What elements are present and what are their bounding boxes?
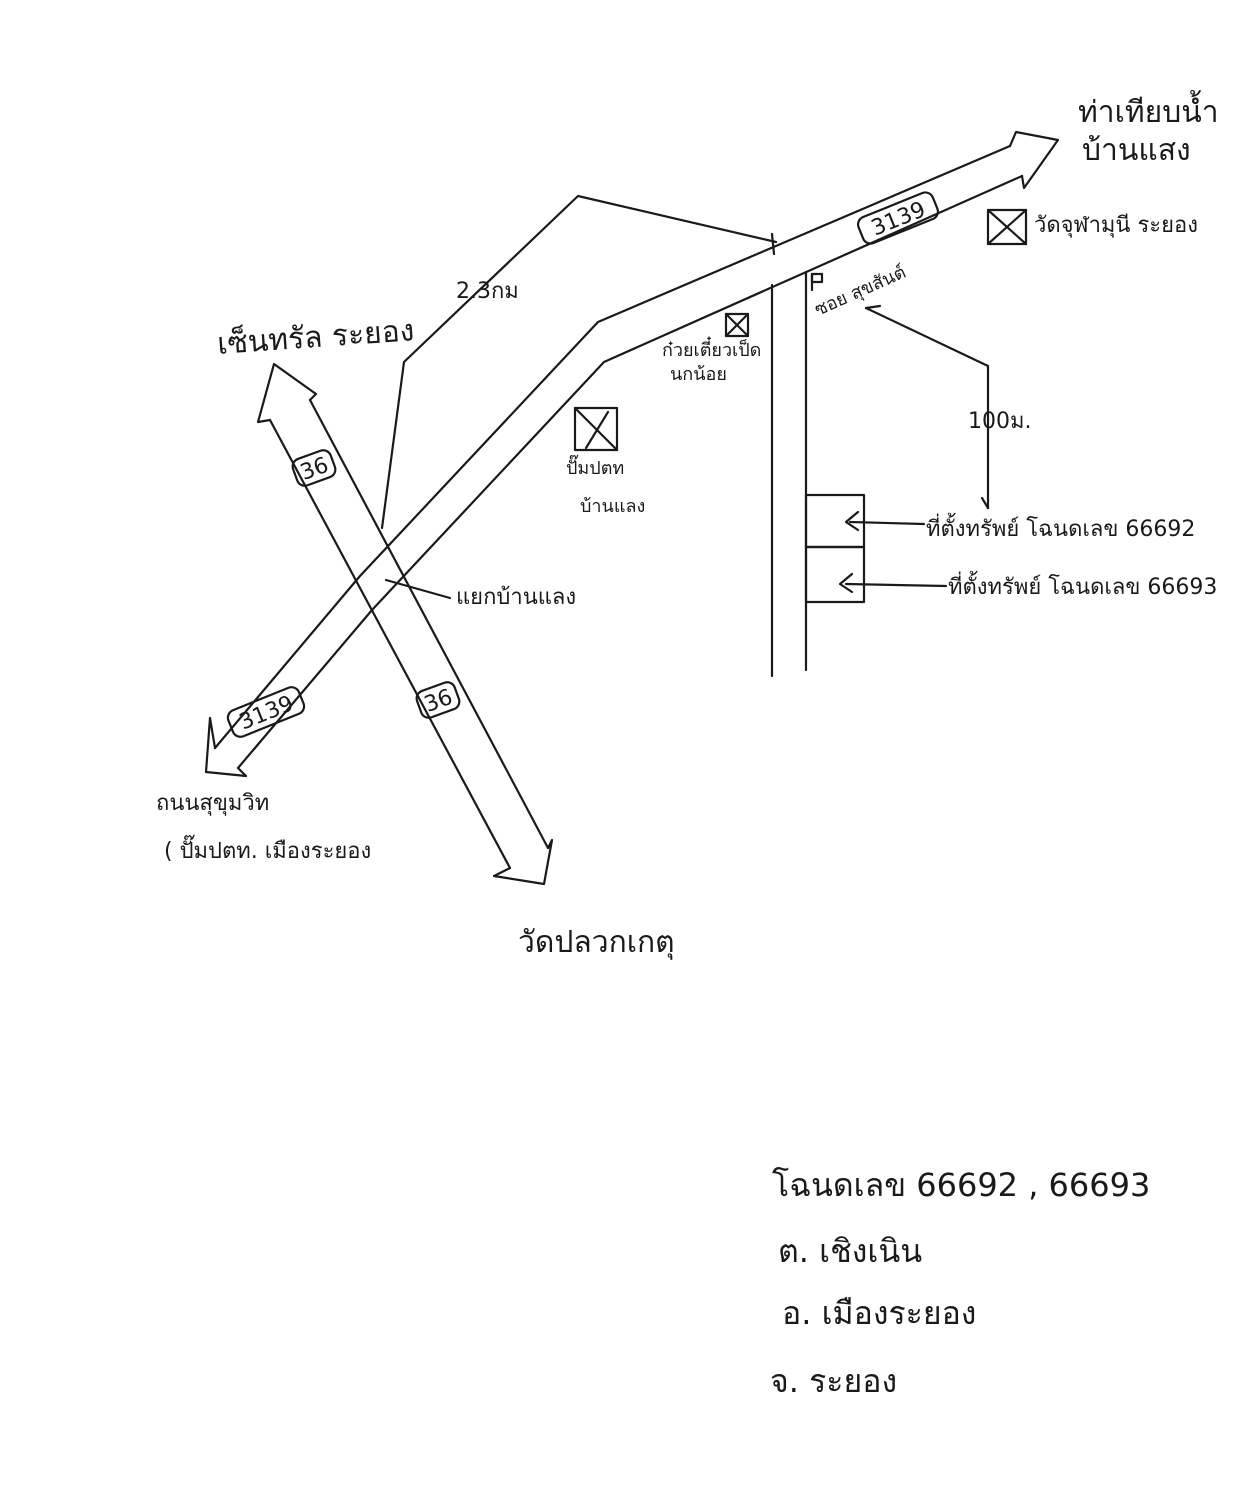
footer-subdistrict: ต. เชิงเนิน	[778, 1232, 922, 1270]
road-3139	[204, 130, 1060, 778]
noodle-shop-marker	[724, 312, 750, 338]
badge-36-n: 36	[291, 449, 337, 487]
plot-66692	[804, 493, 866, 549]
central-label: เซ็นทรัล ระยอง	[216, 311, 416, 362]
junction-pointer	[384, 578, 452, 600]
plot-66693	[804, 545, 866, 604]
temple-marker	[986, 208, 1028, 246]
plot-boxes	[804, 493, 948, 604]
footer-province: จ. ระยอง	[770, 1362, 897, 1400]
footer-deed: โฉนดเลข 66692 , 66693	[772, 1166, 1150, 1204]
arrow-central	[256, 362, 318, 424]
junction-label: แยกบ้านแลง	[456, 585, 576, 610]
soi-label: ซอย สุขสันต์	[811, 262, 909, 321]
distance-bracket-short	[864, 304, 990, 510]
badge-3139-sw: 3139	[226, 686, 306, 738]
badge-36-s: 36	[415, 681, 461, 719]
noodle-shop-label-line1: ก๋วยเตี๋ยวเป็ด	[662, 336, 761, 361]
distance-bracket-long	[380, 194, 778, 530]
noodle-shop-label-line2: นกน้อย	[670, 364, 727, 385]
badge-3139-ne: 3139	[856, 191, 940, 245]
sukhumvit-label-line1: ถนนสุขุมวิท	[156, 791, 269, 816]
plot-66692-label: ที่ตั้งทรัพย์ โฉนดเลข 66692	[926, 513, 1195, 542]
soi-flag-marker	[810, 272, 824, 292]
pier-label-line1: ท่าเทียบน้ำ	[1078, 90, 1219, 130]
gas-station-label-line2: บ้านแลง	[580, 496, 645, 517]
arrow-sukhumvit	[204, 716, 248, 778]
footer-district: อ. เมืองระยอง	[782, 1294, 976, 1332]
soi-road	[770, 270, 808, 678]
plot-66693-label: ที่ตั้งทรัพย์ โฉนดเลข 66693	[948, 571, 1217, 600]
distance-short-label: 100ม.	[968, 409, 1032, 434]
arrow-pier	[1008, 130, 1060, 190]
road-36	[256, 362, 554, 886]
gas-station-marker	[573, 406, 619, 452]
distance-long-label: 2.3กม	[456, 279, 519, 304]
arrow-wat	[492, 838, 554, 886]
temple-label: วัดจุฬามุนี ระยอง	[1034, 213, 1198, 238]
gas-station-label-line1: ปั๊มปตท	[566, 454, 624, 479]
pier-label-line2: บ้านแสง	[1082, 133, 1191, 168]
badge-3139-sw-text: 3139	[236, 691, 297, 735]
wat-label: วัดปลวกเกตุ	[518, 925, 675, 961]
sukhumvit-label-line2: ( ปั๊มปตท. เมืองระยอง	[164, 834, 371, 864]
